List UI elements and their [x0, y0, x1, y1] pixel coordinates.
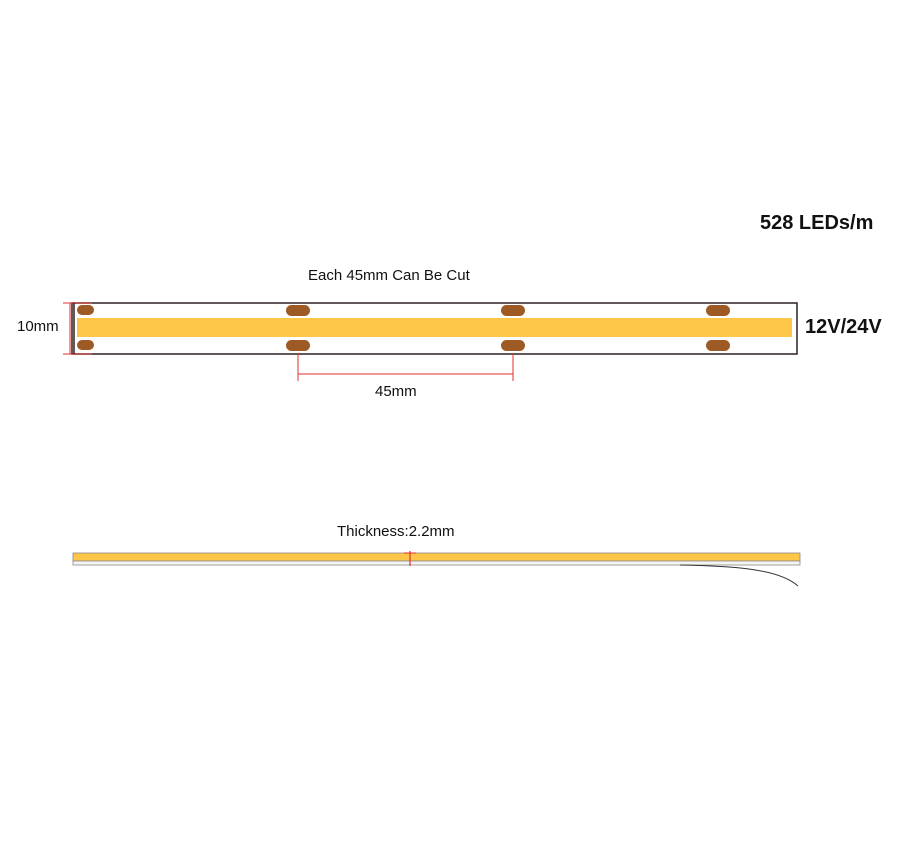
cut-note-label: Each 45mm Can Be Cut — [308, 267, 470, 284]
thickness-label: Thickness:2.2mm — [337, 523, 455, 540]
width-label: 10mm — [17, 318, 59, 335]
copper-pad — [706, 340, 730, 351]
side-led-layer — [72, 552, 801, 562]
adhesive-tape-curl — [679, 564, 799, 587]
copper-pad — [286, 340, 310, 351]
cut-pitch-label: 45mm — [375, 383, 417, 400]
voltage-label: 12V/24V — [805, 316, 882, 338]
strip-top-view — [71, 302, 798, 355]
pitch-dimension — [297, 353, 514, 381]
copper-pad — [501, 305, 525, 316]
copper-pad — [286, 305, 310, 316]
led-density-label: 528 LEDs/m — [760, 212, 874, 234]
copper-pad — [706, 305, 730, 316]
copper-pad — [77, 305, 94, 315]
cob-led-band — [77, 318, 792, 337]
copper-pad — [501, 340, 525, 351]
strip-side-view — [72, 551, 801, 587]
copper-pad — [77, 340, 94, 350]
width-dimension — [63, 302, 92, 355]
side-pcb-layer — [72, 560, 801, 566]
